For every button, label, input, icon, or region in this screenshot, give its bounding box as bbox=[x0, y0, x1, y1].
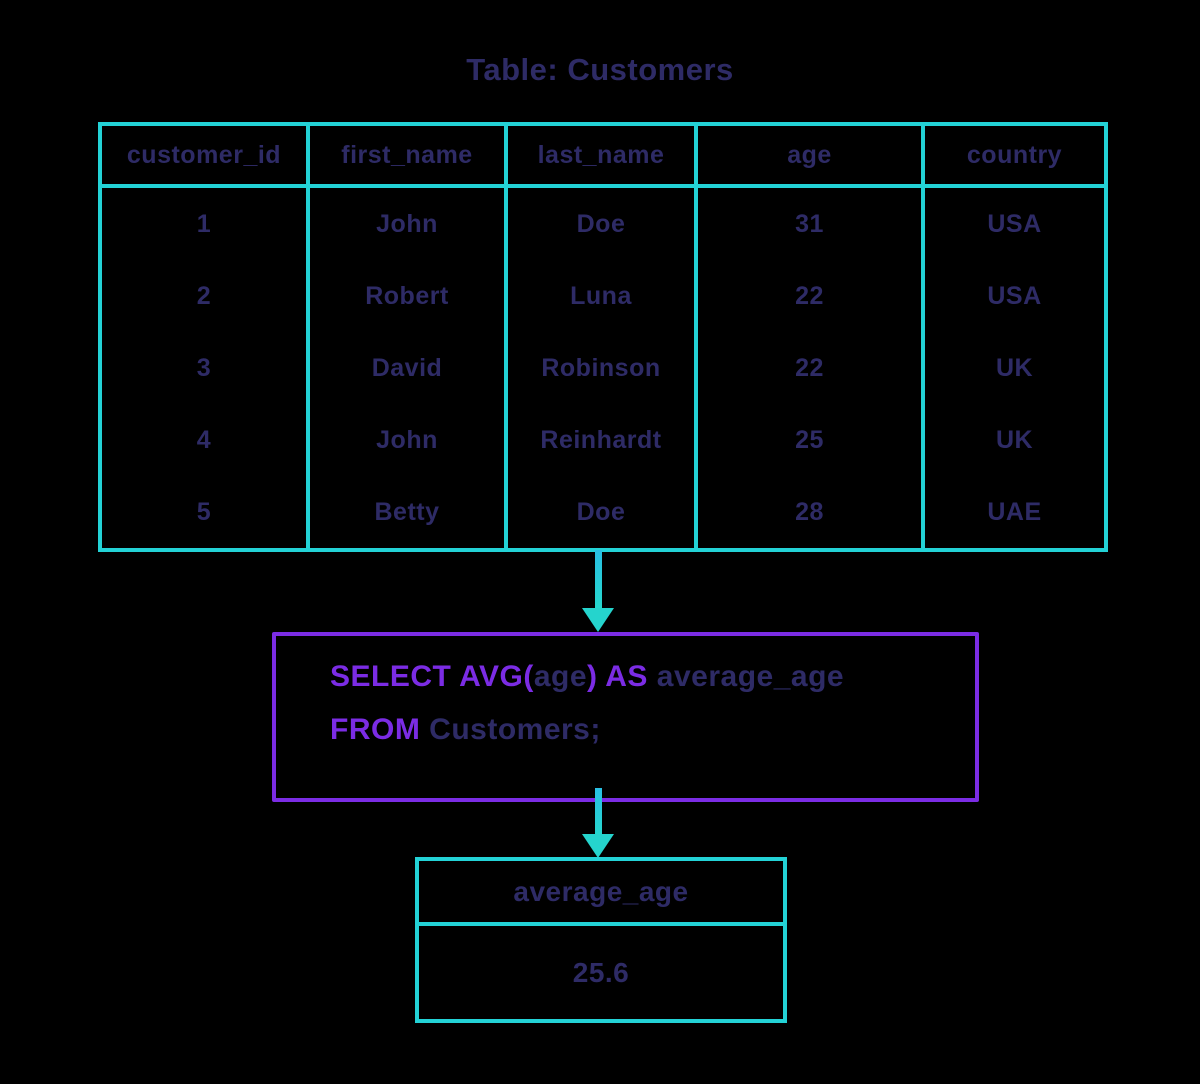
diagram-title: Table: Customers bbox=[466, 52, 734, 87]
table-row: 2 Robert Luna 22 USA bbox=[98, 260, 1108, 332]
table-cell: Robinson bbox=[504, 332, 698, 404]
table-cell: 3 bbox=[98, 332, 310, 404]
column-header-first-name: first_name bbox=[306, 122, 508, 188]
table-cell: USA bbox=[921, 186, 1108, 260]
arrow-query-to-result-stem bbox=[595, 788, 602, 838]
table-cell: Doe bbox=[504, 476, 698, 550]
table-cell: John bbox=[306, 186, 508, 260]
table-cell: 22 bbox=[694, 332, 925, 404]
column-header-customer-id: customer_id bbox=[98, 122, 310, 188]
sql-query-line-1: SELECT AVG(age) AS average_age bbox=[330, 650, 975, 703]
result-column-header: average_age bbox=[419, 861, 783, 926]
table-cell: UK bbox=[921, 404, 1108, 476]
table-cell: 31 bbox=[694, 186, 925, 260]
result-table: average_age 25.6 bbox=[415, 857, 787, 1023]
sql-query-box: SELECT AVG(age) AS average_age FROM Cust… bbox=[272, 632, 979, 802]
table-cell: 22 bbox=[694, 260, 925, 332]
column-header-age: age bbox=[694, 122, 925, 188]
table-cell: Robert bbox=[306, 260, 508, 332]
table-cell: 4 bbox=[98, 404, 310, 476]
table-cell: Betty bbox=[306, 476, 508, 550]
sql-table-customers: Customers; bbox=[429, 713, 601, 746]
table-row: 5 Betty Doe 28 UAE bbox=[98, 476, 1108, 550]
customers-table-header-row: customer_id first_name last_name age cou… bbox=[98, 122, 1108, 188]
table-row: 4 John Reinhardt 25 UK bbox=[98, 404, 1108, 476]
table-cell: 1 bbox=[98, 186, 310, 260]
sql-keyword-select-avg: SELECT AVG( bbox=[330, 660, 534, 693]
table-cell: 28 bbox=[694, 476, 925, 550]
sql-query-line-2: FROM Customers; bbox=[330, 703, 975, 756]
table-cell: USA bbox=[921, 260, 1108, 332]
table-cell: Doe bbox=[504, 186, 698, 260]
sql-keyword-from: FROM bbox=[330, 713, 430, 746]
table-cell: John bbox=[306, 404, 508, 476]
table-cell: 25 bbox=[694, 404, 925, 476]
sql-alias-average-age: average_age bbox=[656, 660, 845, 693]
table-row: 3 David Robinson 22 UK bbox=[98, 332, 1108, 404]
sql-keyword-as: ) AS bbox=[587, 660, 657, 693]
arrow-down-icon bbox=[582, 608, 614, 632]
sql-column-age: age bbox=[533, 660, 588, 693]
table-cell: 2 bbox=[98, 260, 310, 332]
column-header-last-name: last_name bbox=[504, 122, 698, 188]
result-value: 25.6 bbox=[572, 956, 630, 988]
table-cell: David bbox=[306, 332, 508, 404]
arrow-down-icon bbox=[582, 834, 614, 858]
customers-table: customer_id first_name last_name age cou… bbox=[98, 122, 1108, 552]
table-cell: Luna bbox=[504, 260, 698, 332]
table-row: 1 John Doe 31 USA bbox=[98, 186, 1108, 260]
table-cell: 5 bbox=[98, 476, 310, 550]
table-cell: UAE bbox=[921, 476, 1108, 550]
table-cell: Reinhardt bbox=[504, 404, 698, 476]
table-cell: UK bbox=[921, 332, 1108, 404]
arrow-table-to-query-stem bbox=[595, 550, 602, 610]
column-header-country: country bbox=[921, 122, 1108, 188]
